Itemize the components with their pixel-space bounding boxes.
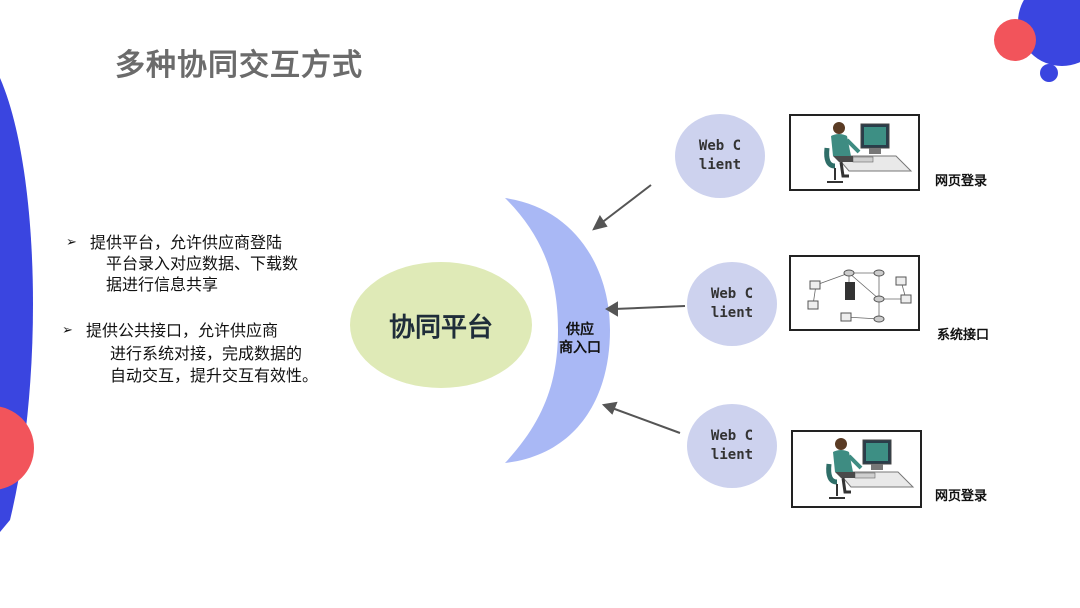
- portal-label-line: 商入口: [559, 340, 601, 356]
- arrow-middle-head: [605, 301, 618, 317]
- web-client-node-bottom: Web Client: [687, 404, 777, 488]
- bullet-item-platform: ➢ 提供平台，允许供应商登陆 平台录入对应数据、下载数 据进行信息共享: [66, 232, 326, 302]
- side-label-system-interface: 系统接口: [937, 328, 990, 343]
- core-platform-label: 协同平台: [388, 312, 493, 343]
- network-topology-icon: [789, 255, 920, 331]
- web-client-node-middle: Web Client: [687, 262, 777, 346]
- bullet-line: 平台录入对应数据、下载数: [106, 254, 299, 273]
- client-label: Web Client: [698, 138, 742, 173]
- bullet-item-interface: ➢ 提供公共接口，允许供应商 进行系统对接，完成数据的 自动交互，提升交互有效性…: [62, 320, 352, 390]
- bullet-arrow-icon: ➢: [62, 323, 73, 338]
- arrow-bottom-head: [601, 401, 618, 415]
- left-red-circle: [0, 406, 34, 490]
- workstation-user-icon: [789, 114, 920, 191]
- portal-label-line: 供应: [566, 322, 594, 338]
- workstation-user-icon: [791, 430, 922, 508]
- side-label-web-login-bottom: 网页登录: [935, 489, 988, 504]
- top-right-red-circle: [994, 19, 1036, 61]
- side-label-web-login-top: 网页登录: [935, 174, 988, 189]
- web-client-node-top: Web Client: [675, 114, 765, 198]
- core-platform-node: 协同平台: [350, 262, 532, 388]
- bullet-line: 提供公共接口，允许供应商: [86, 321, 279, 340]
- arrow-top: [599, 184, 652, 225]
- small-blue-dot: [1040, 64, 1058, 82]
- client-label: Web Client: [710, 428, 754, 463]
- arrows: [592, 184, 686, 434]
- supplier-portal-label: 供应 商入口: [553, 321, 607, 357]
- bullet-line: 据进行信息共享: [106, 275, 219, 294]
- bullet-line: 进行系统对接，完成数据的: [110, 344, 303, 363]
- bullet-line: 提供平台，允许供应商登陆: [90, 233, 283, 252]
- portal-arc: [505, 198, 610, 463]
- bullet-line: 自动交互，提升交互有效性。: [110, 366, 319, 385]
- page-title: 多种协同交互方式: [115, 48, 363, 83]
- bullet-arrow-icon: ➢: [66, 235, 77, 250]
- client-label: Web Client: [710, 286, 754, 321]
- arrow-middle: [613, 305, 686, 310]
- arrow-bottom: [611, 407, 681, 434]
- arrow-top-head: [592, 215, 608, 231]
